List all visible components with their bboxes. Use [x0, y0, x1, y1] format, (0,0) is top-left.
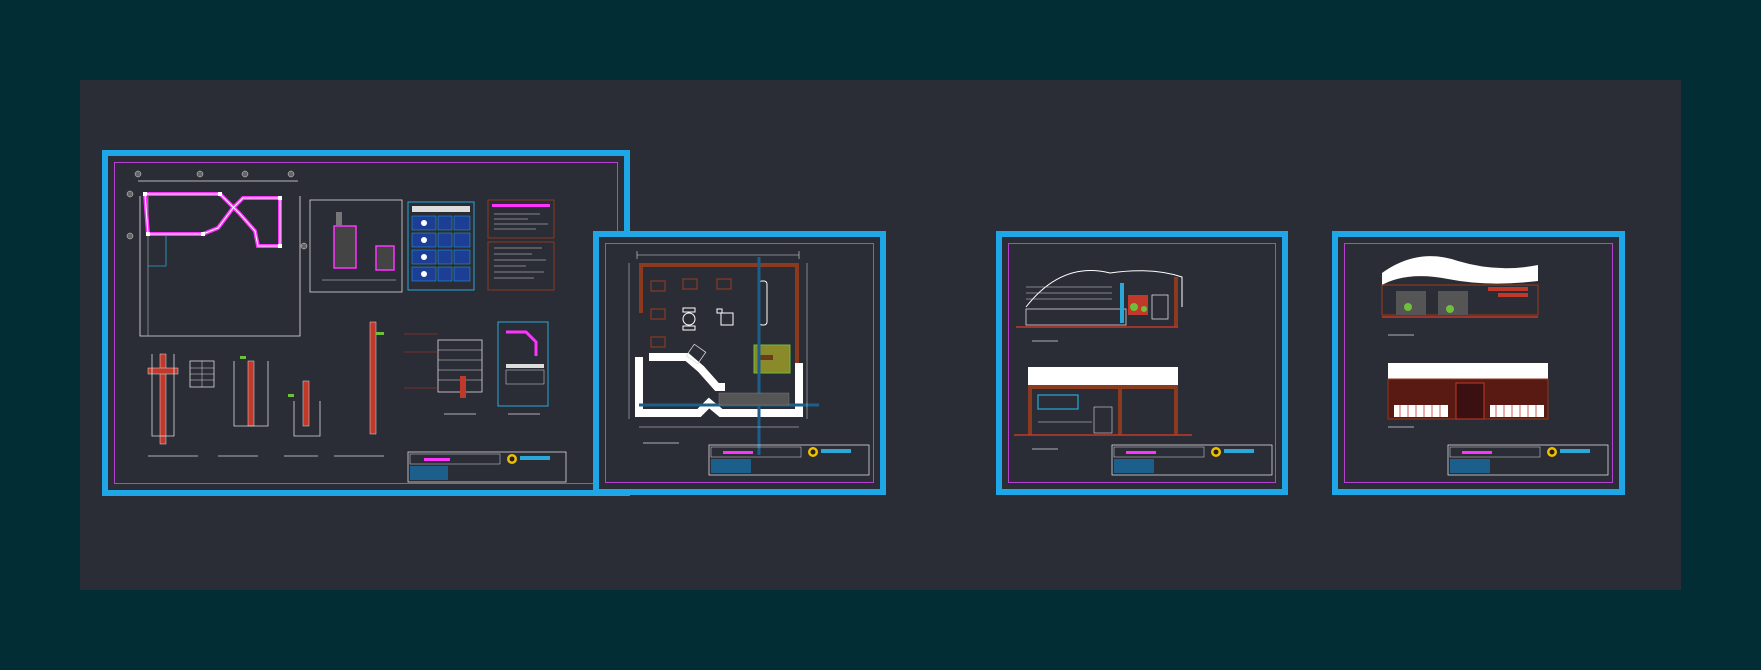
- drawing-canvas[interactable]: [80, 80, 1681, 590]
- structural-plan-drawing: [126, 170, 567, 483]
- sheet-inner-frame: [605, 243, 874, 483]
- sheet-elevations-b[interactable]: [1332, 231, 1625, 495]
- sheet-elevations-a[interactable]: [996, 231, 1288, 495]
- sheet-structural[interactable]: [102, 150, 630, 496]
- sheet-floor-plan[interactable]: [593, 231, 886, 495]
- sheet-inner-frame: [1344, 243, 1613, 483]
- floor-plan-drawing: [628, 251, 870, 476]
- sheet-inner-frame: [1008, 243, 1276, 483]
- elevation-drawing: [1381, 256, 1609, 476]
- elevation-drawing: [1014, 270, 1273, 476]
